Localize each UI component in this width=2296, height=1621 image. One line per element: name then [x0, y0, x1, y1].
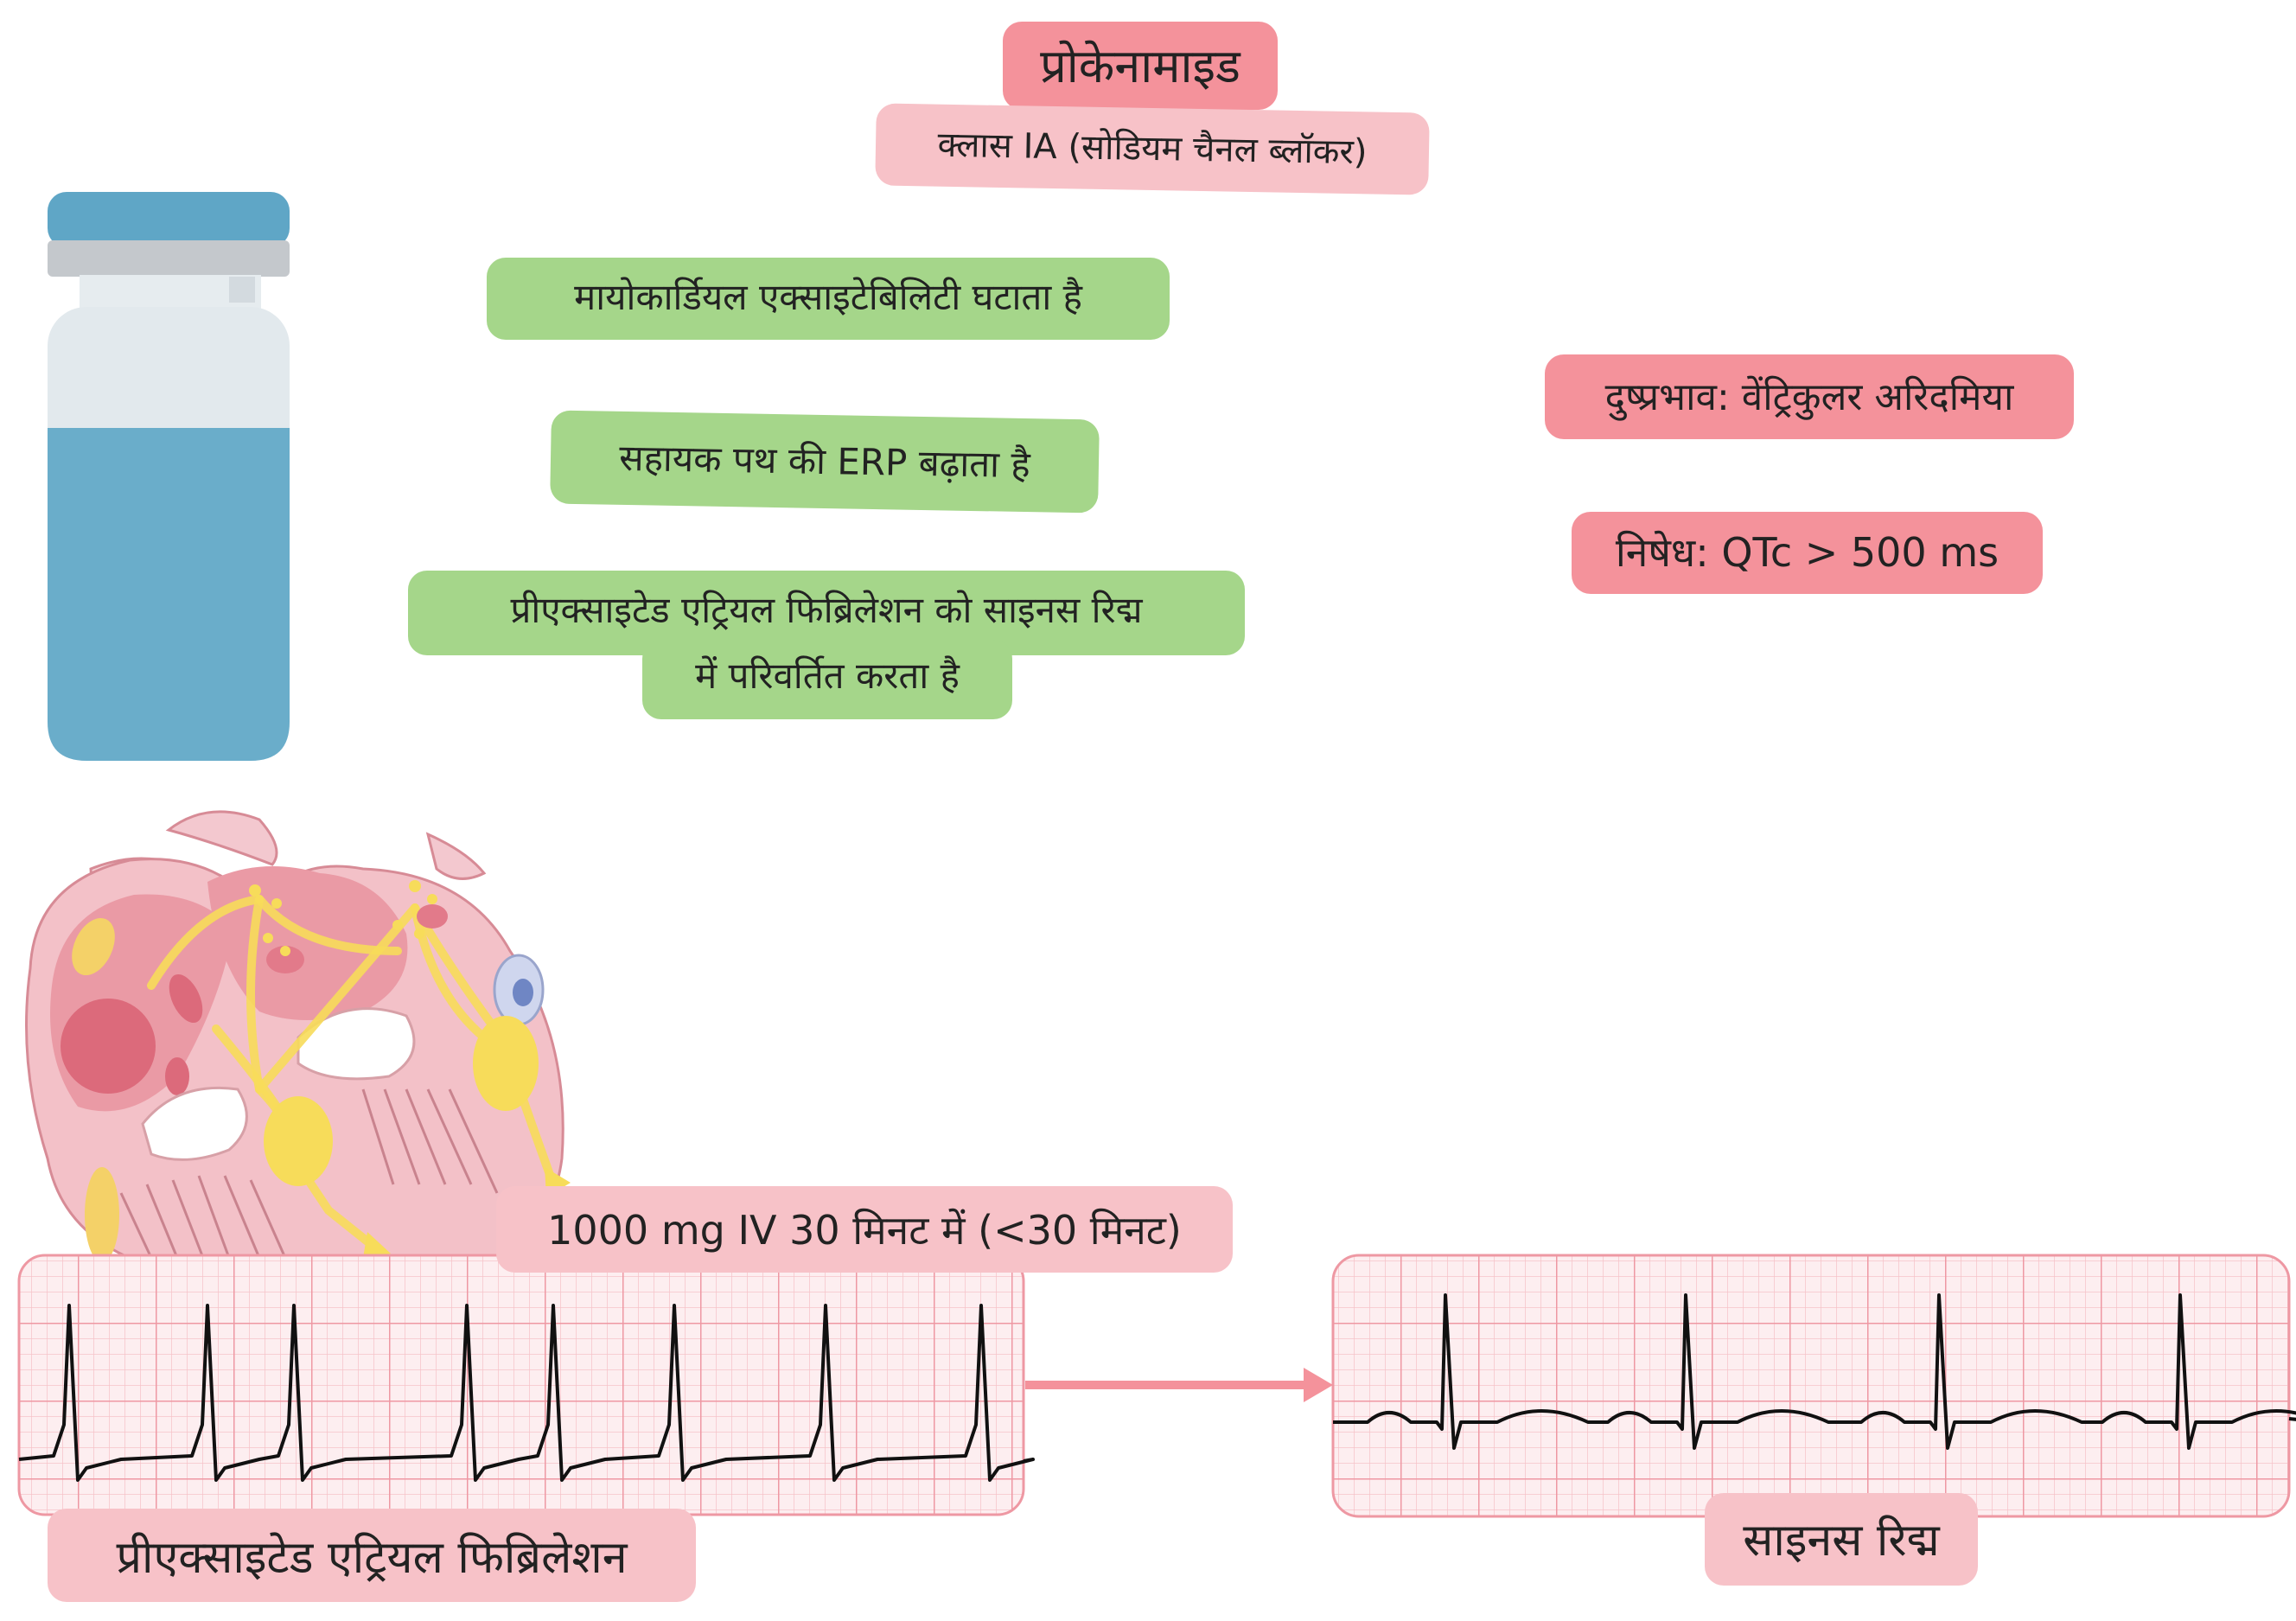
drug-class-label: क्लास IA (सोडियम चैनल ब्लॉकर) — [875, 103, 1430, 195]
vial-icon — [48, 192, 290, 761]
dose-label: 1000 mg IV 30 मिनट में (<30 मिनट) — [496, 1186, 1233, 1273]
ecg-trace-before — [18, 1304, 1035, 1482]
contraindication-label: निषेध: QTc > 500 ms — [1572, 512, 2043, 594]
ecg-strip-before — [17, 1254, 1035, 1516]
effect-erp: सहायक पथ की ERP बढ़ाता है — [550, 410, 1100, 514]
ecg-after-label: साइनस रिद्म — [1705, 1493, 1978, 1586]
ecg-trace-after — [1333, 1293, 2296, 1450]
page-title: प्रोकेनामाइड — [1003, 22, 1278, 110]
heart-conduction-icon — [25, 810, 571, 1262]
ecg-strip-after — [1331, 1254, 2296, 1518]
arrow-right-icon — [1025, 1368, 1333, 1402]
effect-conversion-line2: में परिवर्तित करता है — [642, 640, 1012, 719]
ecg-before-label: प्रीएक्साइटेड एट्रियल फिब्रिलेशन — [48, 1509, 696, 1602]
effect-excitability: मायोकार्डियल एक्साइटेबिलिटी घटाता है — [487, 258, 1170, 340]
effect-conversion-line1: प्रीएक्साइटेड एट्रियल फिब्रिलेशन को साइन… — [408, 571, 1245, 655]
side-effect-label: दुष्प्रभाव: वेंट्रिकुलर अरिदमिया — [1545, 354, 2074, 439]
